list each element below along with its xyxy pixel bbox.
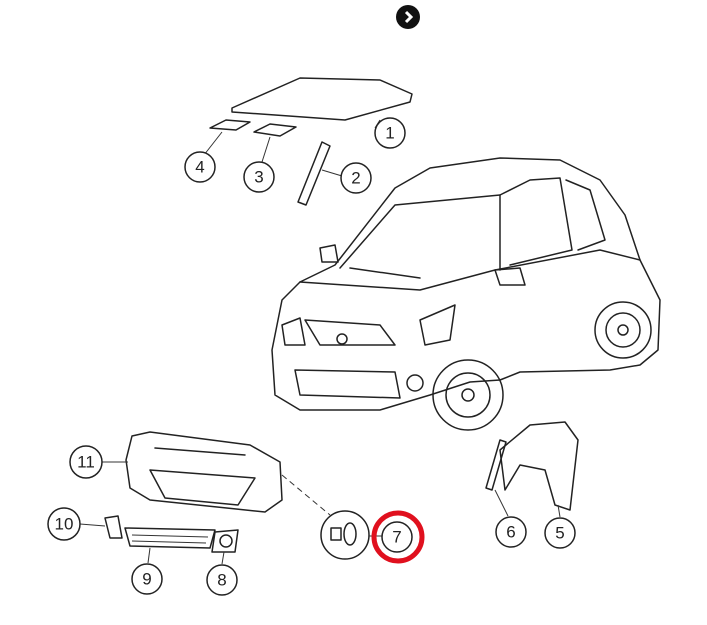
svg-text:5: 5 — [555, 524, 564, 543]
callout-3[interactable]: 3 — [243, 161, 275, 193]
svg-text:6: 6 — [506, 523, 515, 542]
callout-9[interactable]: 9 — [131, 563, 163, 595]
callout-6[interactable]: 6 — [495, 516, 527, 548]
svg-text:8: 8 — [217, 571, 226, 590]
svg-text:2: 2 — [351, 169, 360, 188]
car-illustration — [271, 157, 661, 431]
callout-7[interactable]: 7 — [381, 521, 413, 553]
svg-text:7: 7 — [392, 528, 401, 547]
lower-grille — [124, 527, 216, 564]
chevron-right-icon — [404, 10, 414, 24]
callout-11[interactable]: 11 — [69, 445, 103, 479]
roof-trim-strips — [203, 119, 343, 206]
fog-lamp-cover-right — [211, 529, 239, 565]
callout-4[interactable]: 4 — [184, 151, 216, 183]
svg-text:10: 10 — [55, 515, 74, 534]
front-bumper — [102, 431, 331, 516]
front-fender — [499, 421, 579, 518]
callout-10[interactable]: 10 — [47, 507, 81, 541]
svg-text:11: 11 — [77, 453, 95, 472]
fog-lamp-cover-left — [79, 515, 123, 539]
callout-8[interactable]: 8 — [206, 564, 238, 596]
callout-2[interactable]: 2 — [340, 162, 372, 194]
next-button[interactable] — [396, 5, 420, 29]
svg-text:9: 9 — [142, 570, 151, 589]
svg-text:1: 1 — [385, 124, 394, 143]
callout-5[interactable]: 5 — [544, 517, 576, 549]
callout-1[interactable]: 1 — [374, 117, 406, 149]
highlight-ring — [371, 510, 425, 564]
svg-text:3: 3 — [254, 168, 263, 187]
fender-trim — [485, 439, 509, 517]
svg-text:4: 4 — [195, 158, 204, 177]
